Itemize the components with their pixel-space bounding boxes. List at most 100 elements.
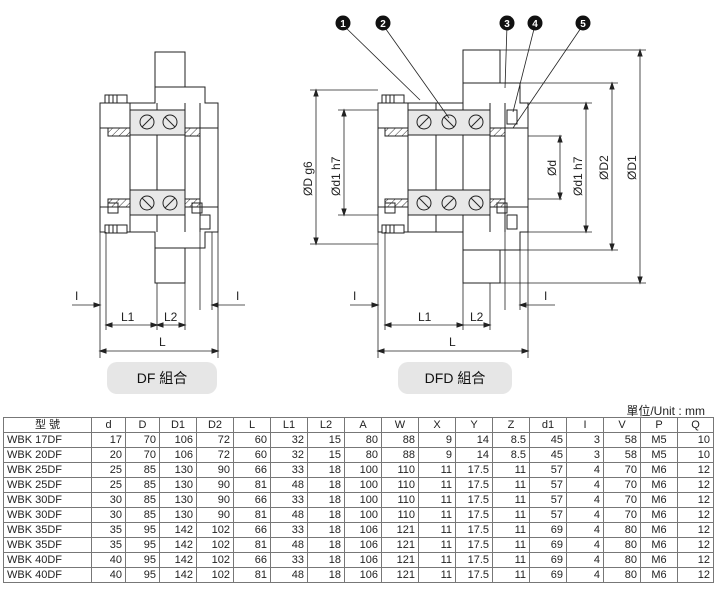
table-cell: 11 (492, 537, 530, 553)
table-cell: 130 (159, 492, 197, 508)
df-dimension-labels: L L1 L2 I I (75, 289, 239, 349)
table-cell: 18 (307, 462, 345, 478)
table-cell: 17.5 (455, 477, 493, 493)
table-cell: 106 (344, 567, 382, 583)
column-header: D (125, 417, 160, 433)
table-cell: 48 (270, 507, 308, 523)
column-header: A (344, 417, 382, 433)
table-cell: 85 (125, 477, 160, 493)
table-cell: 48 (270, 537, 308, 553)
table-cell: 32 (270, 432, 308, 448)
table-cell: 80 (344, 432, 382, 448)
table-cell: 70 (125, 432, 160, 448)
table-cell: 57 (529, 507, 567, 523)
table-cell: 9 (418, 447, 456, 463)
table-cell: 80 (603, 522, 641, 538)
table-cell: 100 (344, 462, 382, 478)
table-cell: 110 (381, 462, 419, 478)
callout-3: 3 (504, 19, 510, 30)
table-cell: 142 (159, 552, 197, 568)
table-cell: 11 (492, 507, 530, 523)
table-cell: 88 (381, 432, 419, 448)
column-header: L2 (307, 417, 345, 433)
table-cell: 95 (125, 552, 160, 568)
table-cell: 17.5 (455, 522, 493, 538)
table-cell: 121 (381, 567, 419, 583)
table-cell: 11 (492, 462, 530, 478)
dfd-drawing (310, 24, 646, 358)
table-cell: 18 (307, 567, 345, 583)
table-cell: 17.5 (455, 537, 493, 553)
table-cell: 12 (677, 507, 714, 523)
table-cell: 57 (529, 462, 567, 478)
table-cell: M5 (640, 432, 678, 448)
table-cell: 106 (159, 447, 197, 463)
table-cell: 9 (418, 432, 456, 448)
table-cell: 85 (125, 492, 160, 508)
column-header: 型 號 (3, 417, 92, 433)
table-cell: 11 (418, 492, 456, 508)
dfd-dim-L1: L1 (418, 310, 432, 324)
table-cell: 11 (418, 522, 456, 538)
table-cell: 18 (307, 477, 345, 493)
table-cell: 33 (270, 552, 308, 568)
table-cell: 95 (125, 537, 160, 553)
table-cell: 70 (603, 477, 641, 493)
table-cell: M6 (640, 477, 678, 493)
dfd-dimension-labels: L L1 L2 I I ØD g6 Ød1 h7 Ød Ød1 h7 ØD2 Ø… (301, 155, 639, 349)
table-cell: 90 (196, 507, 234, 523)
table-cell: 33 (270, 492, 308, 508)
table-cell: 11 (492, 522, 530, 538)
table-cell: 12 (677, 462, 714, 478)
table-cell: 14 (455, 447, 493, 463)
df-dim-L1: L1 (121, 310, 135, 324)
column-header: L (233, 417, 271, 433)
table-cell: 11 (492, 567, 530, 583)
table-cell: 48 (270, 567, 308, 583)
table-cell: 102 (196, 552, 234, 568)
callout-1: 1 (340, 19, 346, 30)
table-cell: 15 (307, 447, 345, 463)
table-cell: 18 (307, 537, 345, 553)
unit-note: 單位/Unit : mm (626, 404, 705, 418)
column-header: Q (677, 417, 714, 433)
table-cell: 18 (307, 492, 345, 508)
table-cell: 110 (381, 507, 419, 523)
table-cell: 4 (566, 522, 604, 538)
table-cell: 4 (566, 462, 604, 478)
table-cell: 88 (381, 447, 419, 463)
table-cell: WBK 20DF (3, 447, 92, 463)
table-cell: 4 (566, 567, 604, 583)
table-cell: 35 (91, 522, 126, 538)
table-cell: 35 (91, 537, 126, 553)
table-cell: 18 (307, 552, 345, 568)
column-header: W (381, 417, 419, 433)
column-header: P (640, 417, 678, 433)
table-cell: 81 (233, 537, 271, 553)
dfd-dim-D2: ØD2 (597, 155, 611, 180)
table-cell: 3 (566, 432, 604, 448)
table-cell: 100 (344, 507, 382, 523)
table-cell: 4 (566, 477, 604, 493)
column-header: L1 (270, 417, 308, 433)
table-cell: 40 (91, 552, 126, 568)
column-header: D2 (196, 417, 234, 433)
table-cell: 18 (307, 522, 345, 538)
table-cell: 95 (125, 567, 160, 583)
table-cell: 130 (159, 477, 197, 493)
table-cell: M6 (640, 552, 678, 568)
technical-drawings: L L1 L2 I I (72, 15, 646, 358)
table-cell: 80 (603, 537, 641, 553)
table-cell: 11 (492, 492, 530, 508)
table-cell: 57 (529, 492, 567, 508)
table-cell: M6 (640, 492, 678, 508)
table-cell: 11 (418, 477, 456, 493)
dfd-callouts: 1 2 3 4 5 (335, 15, 591, 31)
table-cell: 33 (270, 462, 308, 478)
column-header: X (418, 417, 456, 433)
table-cell: M6 (640, 507, 678, 523)
table-cell: WBK 40DF (3, 567, 92, 583)
